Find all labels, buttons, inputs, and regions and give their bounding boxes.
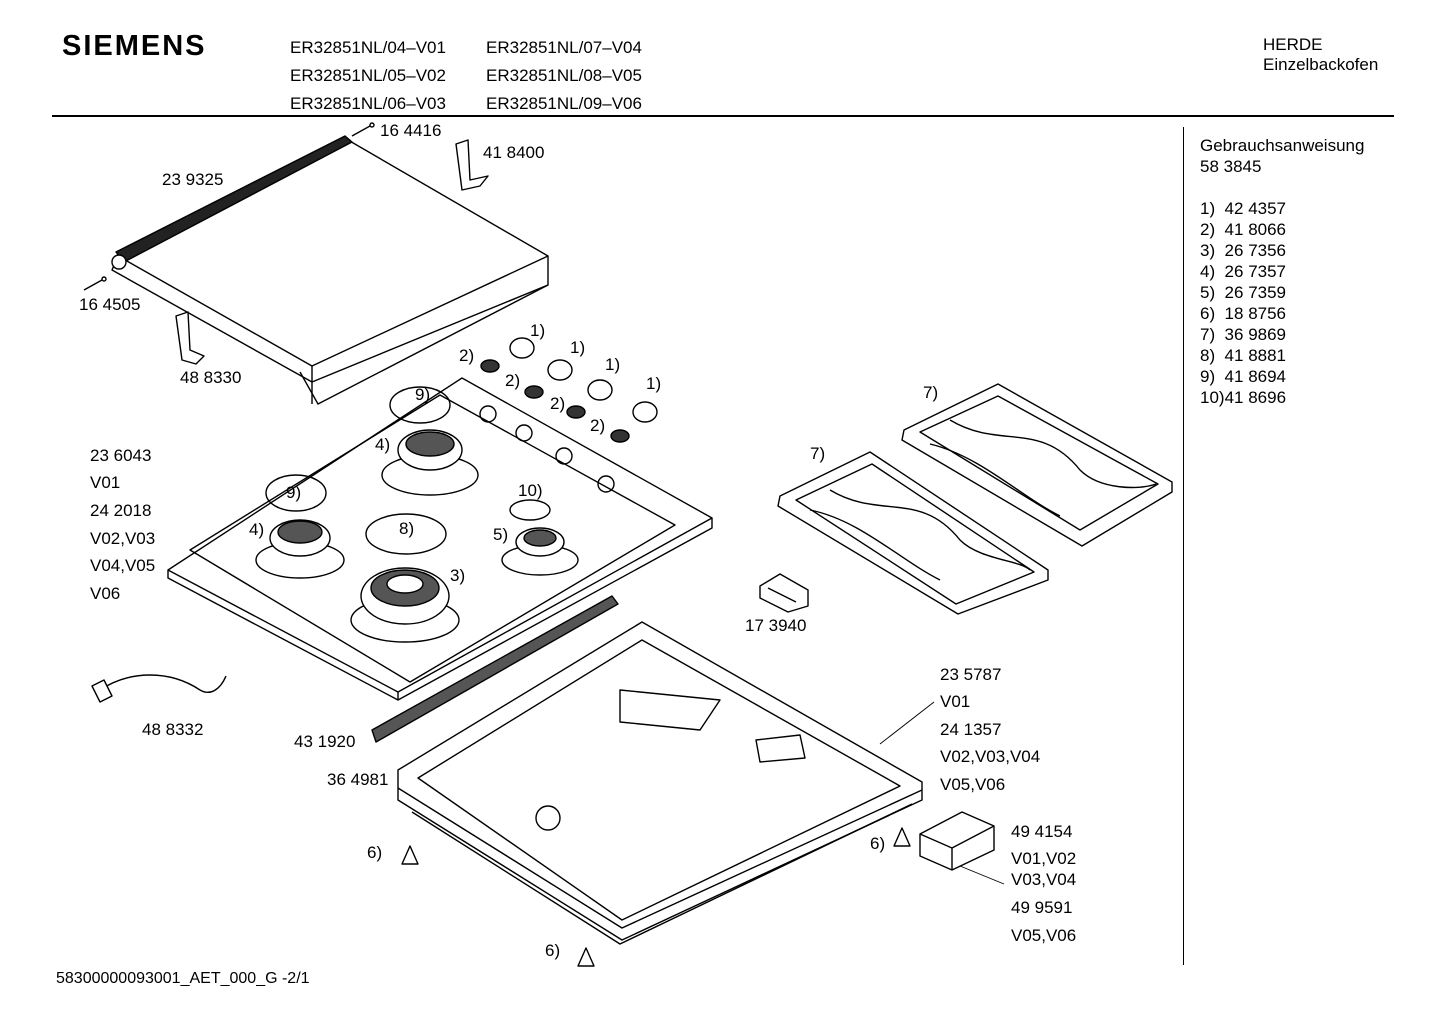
burner-large — [350, 567, 460, 643]
model-number: ER32851NL/09–V06 — [486, 94, 642, 113]
document-id: 58300000093001_AET_000_G -2/1 — [56, 970, 310, 987]
part-number-label: 23 9325 — [162, 170, 224, 189]
variant-label: V01,V02 — [1011, 849, 1077, 868]
knob-bezel — [480, 359, 630, 443]
terminal-block — [759, 573, 809, 613]
callout: 6) — [870, 834, 886, 853]
callout: 9) — [286, 483, 302, 502]
parts-sidebar: Gebrauchsanweisung 58 3845 1) 42 4357 2)… — [1200, 135, 1364, 408]
callout: 6) — [367, 843, 383, 862]
variant-label: V03,V04 — [1011, 870, 1077, 889]
parts-list-item: 6) 18 8756 — [1200, 304, 1287, 323]
manual-title: Gebrauchsanweisung — [1200, 136, 1365, 155]
part-number-label: 48 8330 — [180, 368, 242, 387]
parts-list-item: 1) 42 4357 — [1200, 199, 1287, 218]
pan-support — [777, 451, 1049, 615]
burner-cap — [265, 474, 327, 512]
burner-small — [501, 527, 579, 576]
callout: 1) — [570, 338, 586, 357]
part-number-label: 43 1920 — [294, 732, 356, 751]
hinge-bracket — [175, 139, 489, 365]
callout: 1) — [530, 321, 546, 340]
hinge-screw — [83, 122, 375, 291]
rubber-foot — [401, 827, 911, 967]
model-number: ER32851NL/04–V01 — [290, 38, 446, 57]
parts-list-item: 9) 41 8694 — [1200, 367, 1287, 386]
callout: 9) — [415, 385, 431, 404]
callout: 6) — [545, 941, 561, 960]
category-line: Einzelbackofen — [1263, 55, 1379, 74]
parts-list-item: 10)41 8696 — [1200, 388, 1287, 407]
hob-top-plate — [167, 377, 713, 701]
parts-list-item: 5) 26 7359 — [1200, 283, 1287, 302]
leader-line — [879, 701, 1005, 885]
pan-support — [901, 383, 1173, 547]
cover-lid — [111, 135, 549, 405]
variant-label: V01 — [90, 473, 121, 492]
burner-medium — [381, 429, 479, 496]
brand-logo: SIEMENS — [62, 30, 207, 62]
callout: 8) — [399, 519, 415, 538]
manual-number: 58 3845 — [1200, 157, 1262, 176]
base-frame — [397, 621, 923, 945]
model-number: ER32851NL/06–V03 — [290, 94, 446, 113]
part-number-label: 23 6043 — [90, 446, 152, 465]
callout: 10) — [518, 481, 543, 500]
model-list: ER32851NL/04–V01 ER32851NL/07–V04 ER3285… — [290, 34, 682, 118]
callout: 7) — [923, 383, 939, 402]
callout: 3) — [450, 566, 466, 585]
header-divider — [52, 115, 1394, 117]
callout: 1) — [646, 374, 662, 393]
part-number-label: 16 4416 — [380, 121, 442, 140]
part-number-label: 24 1357 — [940, 720, 1002, 739]
part-number-label: 16 4505 — [79, 295, 141, 314]
model-number: ER32851NL/05–V02 — [290, 66, 446, 85]
model-number: ER32851NL/07–V04 — [486, 38, 642, 57]
variant-label: V05,V06 — [1011, 926, 1077, 945]
callout: 2) — [459, 346, 475, 365]
power-cord — [91, 674, 227, 703]
burner-cap-large — [365, 513, 447, 555]
category-line: HERDE — [1263, 35, 1323, 54]
callout: 2) — [550, 394, 566, 413]
burner-cap — [389, 386, 451, 424]
callout: 7) — [810, 444, 826, 463]
part-number-label: 24 2018 — [90, 501, 152, 520]
callout: 2) — [505, 371, 521, 390]
variant-label: V05,V06 — [940, 775, 1006, 794]
variant-label: V01 — [940, 692, 971, 711]
transformer-box — [919, 811, 995, 871]
variant-label: V06 — [90, 584, 121, 603]
burner-cap-small — [509, 499, 551, 521]
callout: 2) — [590, 416, 606, 435]
callout: 5) — [493, 525, 509, 544]
part-number-label: 36 4981 — [327, 770, 389, 789]
variant-label: V02,V03,V04 — [940, 747, 1041, 766]
parts-list-item: 4) 26 7357 — [1200, 262, 1287, 281]
part-number-label: 49 4154 — [1011, 822, 1073, 841]
model-number: ER32851NL/08–V05 — [486, 66, 642, 85]
sidebar-divider — [1183, 127, 1184, 965]
parts-list-item: 8) 41 8881 — [1200, 346, 1287, 365]
variant-label: V02,V03 — [90, 529, 156, 548]
seal-strip — [371, 595, 619, 743]
product-category: HERDE Einzelbackofen — [1263, 35, 1378, 75]
parts-list-item: 7) 36 9869 — [1200, 325, 1287, 344]
callout: 4) — [375, 435, 391, 454]
variant-label: V04,V05 — [90, 556, 156, 575]
part-number-label: 17 3940 — [745, 616, 807, 635]
callout: 1) — [605, 355, 621, 374]
control-knob — [509, 337, 658, 423]
parts-list-item: 2) 41 8066 — [1200, 220, 1287, 239]
part-number-label: 41 8400 — [483, 143, 545, 162]
callout: 4) — [249, 520, 265, 539]
parts-list-item: 3) 26 7356 — [1200, 241, 1287, 260]
part-number-label: 49 9591 — [1011, 898, 1073, 917]
burner-medium — [255, 519, 345, 579]
parts-list: 1) 42 4357 2) 41 8066 3) 26 7356 4) 26 7… — [1200, 198, 1364, 408]
part-number-label: 48 8332 — [142, 720, 204, 739]
part-number-label: 23 5787 — [940, 665, 1002, 684]
